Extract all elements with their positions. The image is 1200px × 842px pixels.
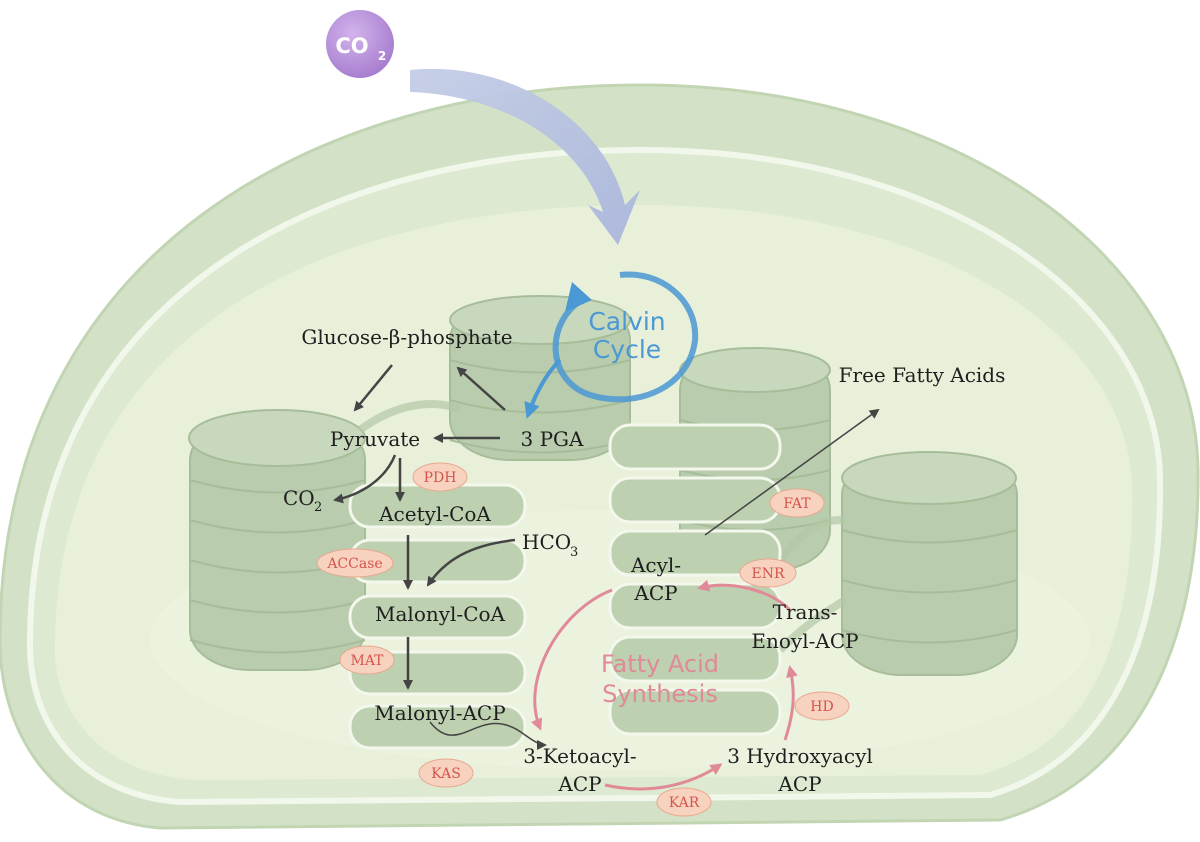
arrow-transenoyl-to-acyl — [697, 579, 792, 612]
ketoacyl-label-line1: 3-Ketoacyl- — [523, 744, 636, 768]
granum-right-front — [608, 423, 782, 736]
transenoyl-label-line2: Enoyl-ACP — [751, 629, 858, 653]
free-fatty-acids-label: Free Fatty Acids — [839, 363, 1006, 387]
granum-far-right — [841, 451, 1018, 676]
granum-center-back — [449, 295, 631, 461]
co2-product-subscript: 2 — [314, 500, 322, 515]
arrow-acyl-to-free-fatty-acids — [704, 408, 880, 536]
transenoyl-label-line1: Trans- — [773, 600, 838, 624]
fas-label-line2: Synthesis — [602, 680, 718, 708]
co2-molecule-label: CO — [335, 34, 368, 58]
ketoacyl-label-line2: ACP — [557, 772, 601, 796]
hydroxyacyl-label-line1: 3 Hydroxyacyl — [727, 744, 873, 768]
co2-molecule: CO 2 — [326, 10, 394, 78]
arrow-ketoacyl-to-hydroxyacyl — [604, 763, 723, 791]
arrow-hydroxyacyl-to-transenoyl — [783, 665, 798, 741]
enzyme-accase-label: ACCase — [326, 556, 382, 572]
fas-cycle-arrows — [531, 579, 798, 791]
arrow-malonylacp-to-ketoacyl — [429, 721, 547, 750]
glucose-label: Glucose-β-phosphate — [301, 325, 512, 349]
enzyme-accase: ACCase — [316, 548, 394, 578]
granum-left — [188, 409, 366, 671]
malonyl-acp-label: Malonyl-ACP — [374, 701, 505, 725]
co2-molecule-subscript: 2 — [378, 49, 386, 63]
enzyme-kas-label: KAS — [431, 766, 461, 782]
enzyme-kas: KAS — [418, 758, 474, 788]
arrow-hco3-to-malonylcoa — [426, 538, 516, 587]
arrow-acyl-to-ketoacyl — [531, 588, 613, 731]
enzyme-pdh: PDH — [412, 462, 468, 492]
calvin-cycle-label-line1: Calvin — [588, 307, 665, 336]
enzyme-pdh-label: PDH — [424, 470, 457, 486]
enzyme-mat-label: MAT — [350, 653, 384, 669]
enzyme-mat: MAT — [339, 645, 395, 675]
calvin-cycle-label-line2: Cycle — [593, 335, 661, 364]
arrow-pga-to-glucose — [456, 366, 506, 411]
acetyl-coa-label: Acetyl-CoA — [378, 502, 491, 526]
hco3-subscript: 3 — [570, 545, 578, 560]
pga-label: 3 PGA — [521, 427, 585, 451]
co2-entry-arrow — [410, 68, 640, 245]
hco3-label: HCO — [522, 530, 571, 554]
enzyme-kar: KAR — [656, 787, 712, 817]
arrow-pyruvate-to-co2 — [333, 454, 397, 504]
acyl-label-line2: ACP — [633, 581, 677, 605]
arrow-glucose-to-pyruvate — [353, 364, 393, 412]
co2-product-label: CO — [283, 486, 315, 510]
fas-label-line1: Fatty Acid — [601, 650, 719, 678]
hydroxyacyl-label-line2: ACP — [777, 772, 821, 796]
malonyl-coa-label: Malonyl-CoA — [375, 602, 506, 626]
enzyme-fat-label: FAT — [783, 496, 811, 512]
calvin-cycle: Calvin Cycle — [524, 271, 699, 419]
enzyme-kar-label: KAR — [669, 795, 700, 811]
enzyme-hd: HD — [794, 691, 850, 721]
acyl-label-line1: Acyl- — [630, 553, 681, 577]
pyruvate-label: Pyruvate — [330, 427, 420, 451]
enzyme-enr: ENR — [739, 558, 797, 588]
enzyme-hd-label: HD — [810, 699, 833, 715]
enzyme-enr-label: ENR — [751, 566, 784, 582]
enzyme-fat: FAT — [769, 488, 825, 518]
pathway-arrows — [333, 364, 880, 750]
